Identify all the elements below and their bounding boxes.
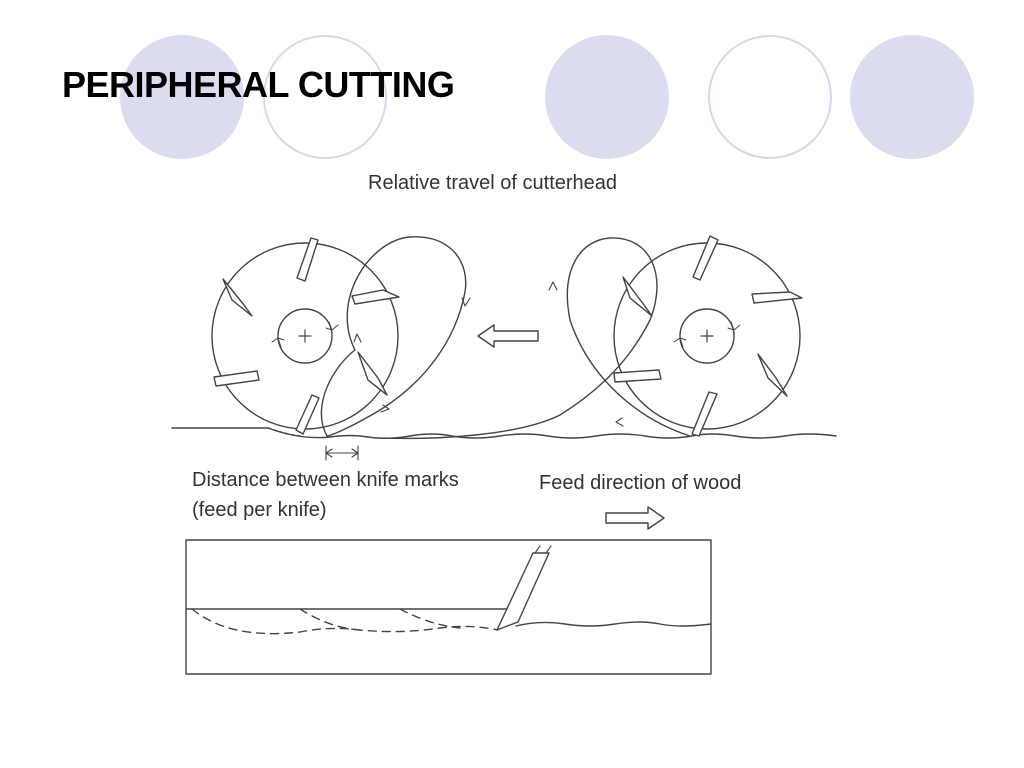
wood-cut-trace <box>267 427 301 437</box>
knife-icon <box>213 370 260 387</box>
feed-direction-arrow <box>605 506 665 530</box>
label-feed-direction: Feed direction of wood <box>539 472 742 494</box>
knife-icon <box>757 353 788 397</box>
label-feed-per-knife: (feed per knife) <box>192 499 327 521</box>
knife-icon <box>351 289 400 305</box>
travel-direction-arrow <box>477 324 539 348</box>
left-cutterhead <box>211 237 400 435</box>
knife-icon <box>622 276 653 317</box>
knife-icon <box>613 369 662 383</box>
knife-icon <box>296 237 319 282</box>
decor-circle-ring-1 <box>263 35 387 159</box>
cross-section-cut-trace <box>191 608 499 635</box>
slide-title: PERIPHERAL CUTTING <box>62 64 455 105</box>
knife-icon <box>751 291 803 304</box>
knife-icon <box>692 235 719 281</box>
decor-circle-filled-1 <box>120 35 244 159</box>
travel-loop-left <box>320 236 467 437</box>
wood-surface-scallops <box>267 427 837 439</box>
knife-icon <box>222 278 253 317</box>
knife-icon <box>357 351 388 396</box>
knife-icon <box>691 391 718 437</box>
label-distance-knife-marks: Distance between knife marks <box>192 469 459 491</box>
decor-circle-filled-3 <box>850 35 974 159</box>
cross-section-box <box>185 539 712 675</box>
knife-icon <box>496 552 550 631</box>
decor-circle-ring-2 <box>708 35 832 159</box>
cross-section-scallops <box>515 621 712 627</box>
feed-dimension-marker <box>325 445 359 461</box>
label-relative-travel: Relative travel of cutterhead <box>368 172 618 194</box>
travel-loop-right <box>379 237 691 440</box>
knife-icon <box>295 394 320 435</box>
decor-circle-filled-2 <box>545 35 669 159</box>
right-cutterhead <box>613 235 803 437</box>
